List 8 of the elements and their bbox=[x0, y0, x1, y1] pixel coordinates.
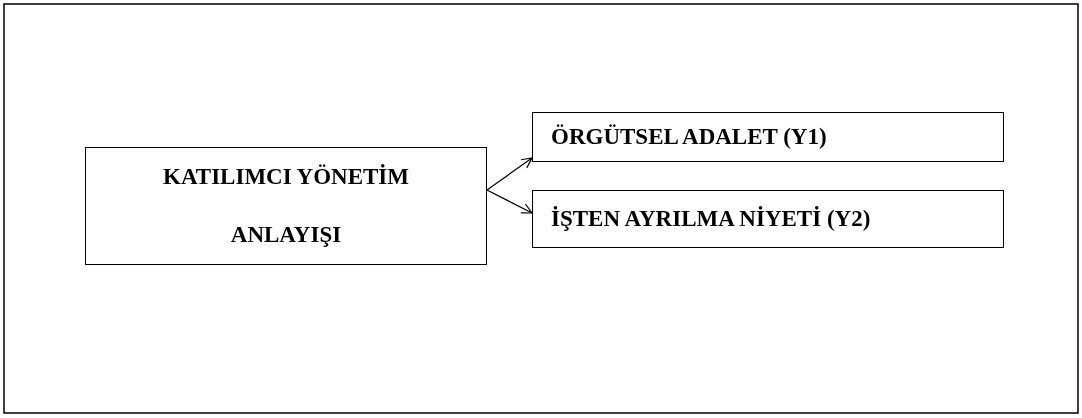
concept-box bbox=[85, 147, 487, 265]
box-label: ÖRGÜTSEL ADALET (Y1) bbox=[551, 123, 827, 151]
concept-box bbox=[532, 112, 1004, 162]
arrow bbox=[486, 189, 533, 214]
concept-box bbox=[532, 190, 1004, 248]
box-label: KATILIMCI YÖNETİM ANLAYIŞI bbox=[162, 163, 410, 249]
arrow bbox=[486, 157, 533, 191]
box-label: İŞTEN AYRILMA NİYETİ (Y2) bbox=[551, 205, 871, 233]
